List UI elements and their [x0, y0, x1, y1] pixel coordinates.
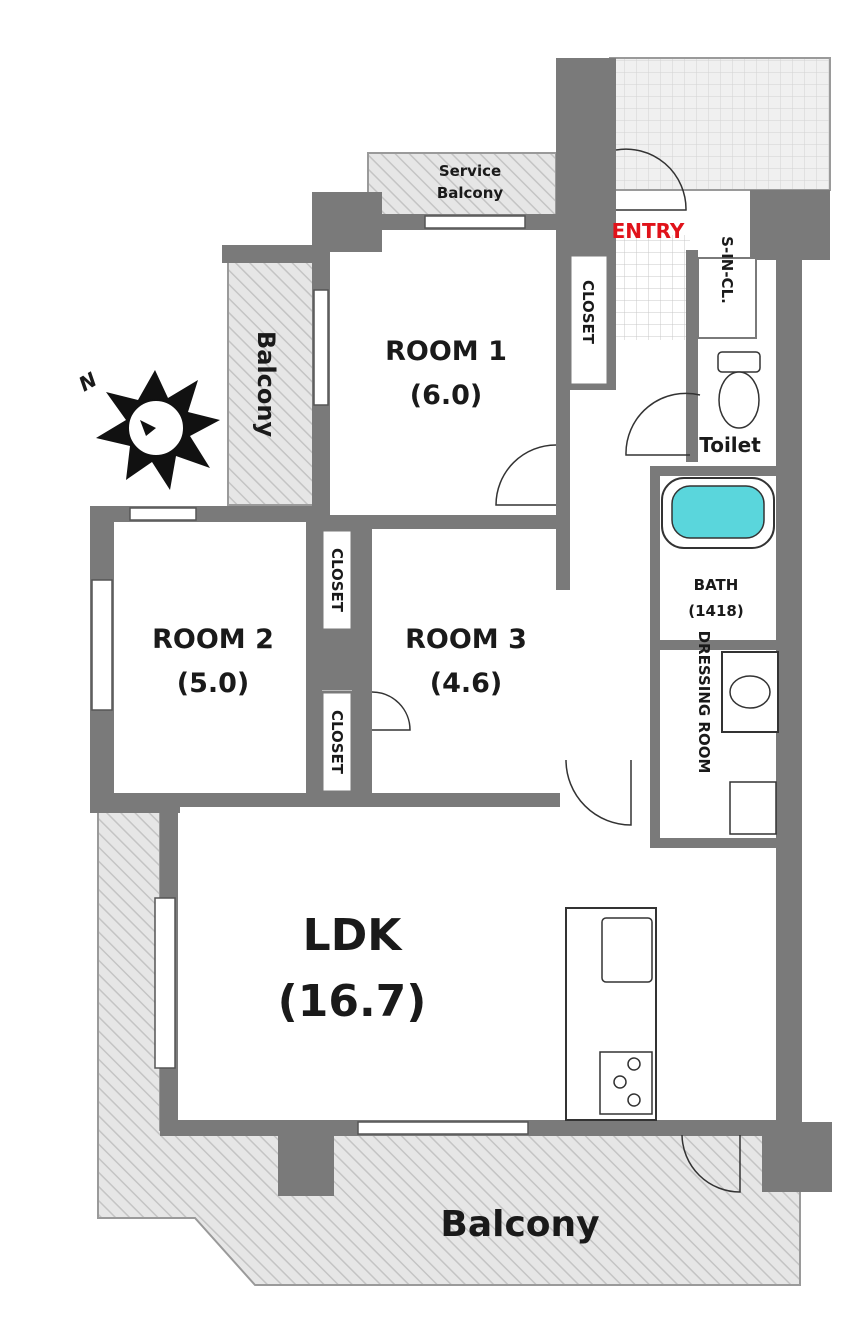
toilet-tank [717, 351, 761, 373]
entry-porch [609, 57, 831, 191]
room1-size: (6.0) [410, 380, 483, 411]
closet-room2-label: CLOSET [328, 548, 346, 613]
room3-size: (4.6) [430, 668, 503, 699]
toilet-bowl [718, 371, 760, 429]
closet-room1-label: CLOSET [579, 280, 597, 345]
ldk-floor [176, 808, 778, 1120]
bath-name: BATH [694, 576, 739, 594]
dressing-room-label: DRESSING ROOM [695, 631, 713, 774]
room2-size: (5.0) [177, 668, 250, 699]
ldk-name: LDK [303, 910, 404, 961]
service-balcony-line2: Balcony [437, 184, 504, 202]
ldk-size: (16.7) [278, 976, 427, 1027]
room1-floor [330, 232, 556, 519]
door-swings [371, 148, 741, 1193]
bath-water [671, 485, 765, 539]
closet-room1-box [568, 253, 610, 387]
closet-room2-box [320, 528, 354, 632]
room2-name: ROOM 2 [152, 624, 274, 655]
burner-icon [627, 1057, 641, 1071]
compass-sun-icon [96, 370, 220, 490]
closet-room3-box [320, 690, 354, 794]
sink-bowl [729, 675, 771, 709]
shoe-closet-label: S-IN-CL. [718, 236, 736, 304]
shoe-closet-box [697, 257, 757, 339]
burner-icon [627, 1093, 641, 1107]
kitchen-sink [601, 917, 653, 983]
toilet-label: Toilet [699, 433, 761, 457]
room3-floor [372, 528, 556, 795]
burner-icon [613, 1075, 627, 1089]
washer [729, 781, 777, 835]
room2-floor [113, 520, 309, 795]
compass-north-label: N [75, 367, 102, 396]
bath-size: (1418) [688, 602, 743, 620]
south-balcony-label: Balcony [440, 1204, 599, 1245]
west-balcony-label: Balcony [252, 331, 280, 438]
room3-name: ROOM 3 [405, 624, 527, 655]
windows [91, 215, 529, 1135]
room1-name: ROOM 1 [385, 336, 507, 367]
entry-tiles [612, 235, 690, 340]
closet-room3-label: CLOSET [328, 710, 346, 775]
entry-label: ENTRY [612, 219, 685, 243]
service-balcony-line1: Service [439, 162, 501, 180]
